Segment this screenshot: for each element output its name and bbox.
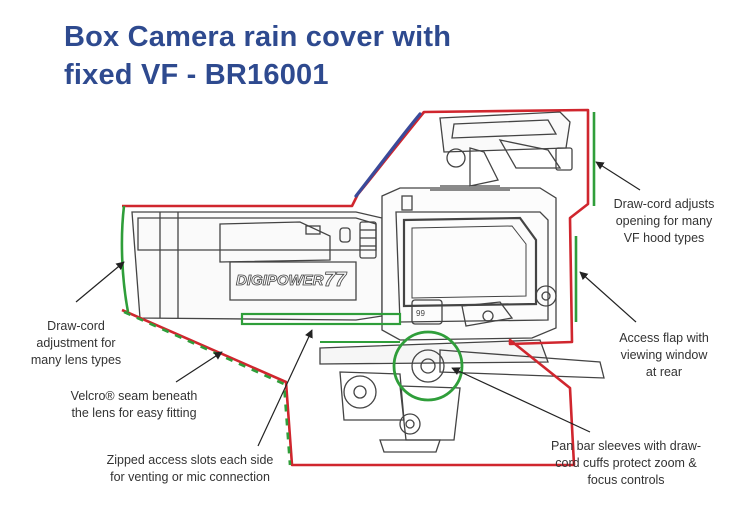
arrow-pan-bar: [451, 367, 591, 433]
arrow-vf-drawcord: [595, 161, 641, 191]
arrow-velcro: [175, 351, 223, 383]
tripod-mount: [319, 339, 549, 365]
pan-bar: [439, 349, 605, 379]
camera-brand-text: DIGIPOWER: [236, 272, 324, 289]
page-title: Box Camera rain cover with fixed VF - BR…: [64, 18, 451, 94]
title-line-1: Box Camera rain cover with: [64, 21, 452, 53]
camera-body: [381, 187, 557, 341]
callout-access-flap: Access flap with viewing window at rear: [619, 331, 709, 379]
velcro-seam-lower: [123, 310, 292, 466]
callout-arrows: [75, 161, 641, 447]
viewfinder-body: [439, 111, 571, 153]
pan-bar-sleeve-cuff: [392, 330, 464, 402]
callout-vf-drawcord: Draw-cord adjusts opening for many VF ho…: [613, 197, 715, 245]
zipped-access-slot: [240, 312, 402, 326]
callout-zipped: Zipped access slots each side for ventin…: [106, 453, 274, 484]
callout-lens-drawcord: Draw-cord adjustment for many lens types: [30, 319, 122, 367]
camera-model-text: 77: [324, 269, 347, 291]
arrow-access-flap: [579, 271, 637, 323]
callout-velcro: Velcro® seam beneath the lens for easy f…: [70, 389, 198, 420]
title-line-2: fixed VF - BR16001: [64, 59, 329, 91]
arrow-lens-drawcord: [75, 261, 125, 303]
arrow-zipped: [257, 329, 313, 447]
velcro-seam-top: [354, 112, 422, 198]
camera-line-art: 99: [131, 111, 605, 453]
lens-drawcord: [120, 205, 130, 313]
callout-pan-bar: Pan bar sleeves with draw- cord cuffs pr…: [550, 439, 702, 487]
svg-text:99: 99: [416, 309, 425, 318]
